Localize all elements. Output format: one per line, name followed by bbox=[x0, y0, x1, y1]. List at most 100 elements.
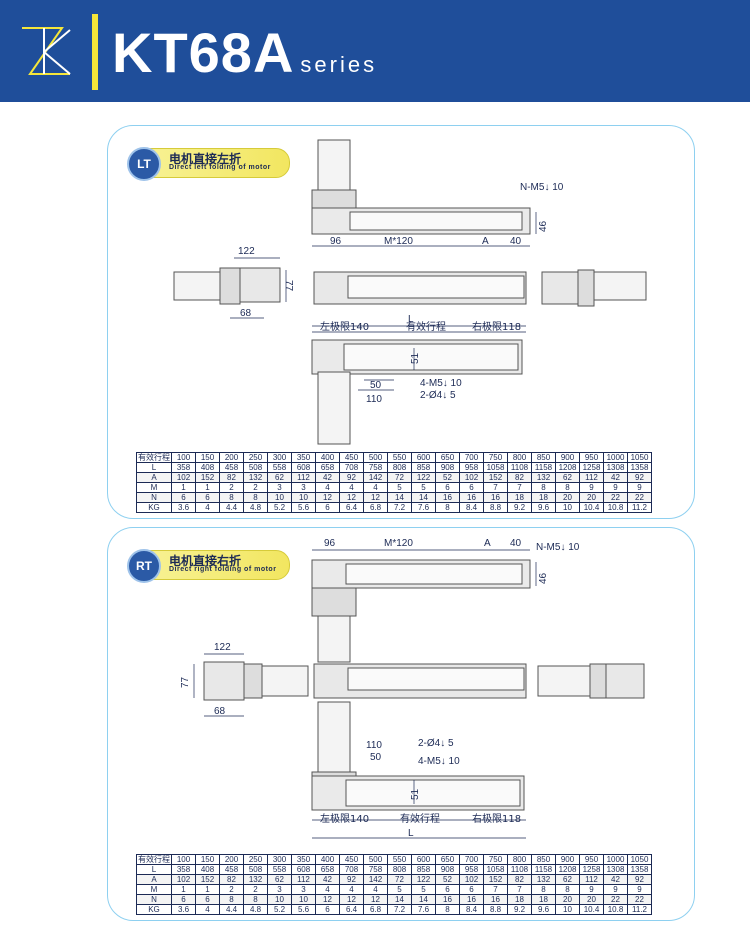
badge-lt: LT 电机直接左折 Direct left folding of motor bbox=[127, 147, 290, 181]
row-header: KG bbox=[136, 904, 172, 915]
table-cell: 18 bbox=[531, 894, 556, 905]
dim-phi4: 2-Ø4↓ 5 bbox=[418, 738, 454, 749]
badge-rt: RT 电机直接右折 Direct right folding of motor bbox=[127, 549, 290, 583]
table-cell: 450 bbox=[339, 452, 364, 463]
table-cell: 508 bbox=[243, 864, 268, 875]
table-cell: 950 bbox=[579, 452, 604, 463]
row-header: N bbox=[136, 894, 172, 905]
table-cell: 6 bbox=[315, 502, 340, 513]
table-cell: 5.2 bbox=[267, 904, 292, 915]
row-header: 有效行程 bbox=[136, 452, 172, 463]
table-cell: 20 bbox=[579, 894, 604, 905]
table-cell: 550 bbox=[387, 452, 412, 463]
row-header: 有效行程 bbox=[136, 854, 172, 865]
table-cell: 4 bbox=[315, 884, 340, 895]
table-cell: 16 bbox=[435, 894, 460, 905]
table-cell: 300 bbox=[267, 854, 292, 865]
table-cell: 1108 bbox=[507, 462, 532, 473]
table-cell: 152 bbox=[483, 472, 508, 483]
table-cell: 958 bbox=[459, 864, 484, 875]
table-cell: 62 bbox=[267, 874, 292, 885]
table-cell: 608 bbox=[291, 462, 316, 473]
table-cell: 1108 bbox=[507, 864, 532, 875]
panel-rt: RT 电机直接右折 Direct right folding of motor bbox=[107, 527, 695, 921]
table-cell: 4.8 bbox=[243, 502, 268, 513]
table-cell: 7.2 bbox=[387, 502, 412, 513]
table-cell: 22 bbox=[627, 894, 652, 905]
subtitle-text: series bbox=[300, 52, 378, 77]
table-cell: 5.2 bbox=[267, 502, 292, 513]
table-cell: 102 bbox=[459, 472, 484, 483]
table-cell: 5 bbox=[411, 482, 436, 493]
table-cell: 8 bbox=[435, 502, 460, 513]
table-cell: 408 bbox=[195, 864, 220, 875]
table-cell: 12 bbox=[339, 492, 364, 503]
table-cell: 14 bbox=[411, 894, 436, 905]
row-header: KG bbox=[136, 502, 172, 513]
table-cell: 758 bbox=[363, 462, 388, 473]
table-cell: 152 bbox=[195, 874, 220, 885]
dim-left-limit: 左极限140 bbox=[320, 812, 369, 825]
dim-122: 122 bbox=[214, 642, 231, 653]
row-header: L bbox=[136, 864, 172, 875]
dim-a: A bbox=[482, 236, 489, 247]
dim-122: 122 bbox=[238, 246, 255, 257]
table-cell: 7 bbox=[507, 884, 532, 895]
table-cell: 62 bbox=[555, 874, 580, 885]
badge-title-en: Direct left folding of motor bbox=[169, 164, 271, 171]
dim-77: 77 bbox=[283, 280, 294, 292]
table-cell: 200 bbox=[219, 854, 244, 865]
dim-nm5: N-M5↓ 10 bbox=[520, 182, 564, 193]
table-cell: 12 bbox=[339, 894, 364, 905]
table-cell: 142 bbox=[363, 874, 388, 885]
table-cell: 350 bbox=[291, 854, 316, 865]
table-cell: 850 bbox=[531, 854, 556, 865]
table-cell: 152 bbox=[483, 874, 508, 885]
table-cell: 1308 bbox=[603, 462, 628, 473]
table-cell: 9 bbox=[579, 884, 604, 895]
table-cell: 92 bbox=[339, 874, 364, 885]
dim-96: 96 bbox=[330, 236, 342, 247]
table-cell: 122 bbox=[411, 874, 436, 885]
table-cell: 62 bbox=[267, 472, 292, 483]
table-cell: 7 bbox=[507, 482, 532, 493]
dim-46: 46 bbox=[538, 220, 549, 232]
table-cell: 22 bbox=[603, 894, 628, 905]
table-cell: 9 bbox=[627, 884, 652, 895]
table-cell: 658 bbox=[315, 462, 340, 473]
row-header: A bbox=[136, 874, 172, 885]
table-cell: 6 bbox=[459, 884, 484, 895]
table-cell: 8 bbox=[219, 894, 244, 905]
table-cell: 400 bbox=[315, 452, 340, 463]
table-cell: 20 bbox=[555, 492, 580, 503]
table-cell: 6.4 bbox=[339, 904, 364, 915]
row-header: M bbox=[136, 884, 172, 895]
table-cell: 6 bbox=[435, 482, 460, 493]
panel-lt: LT 电机直接左折 Direct left folding of motor bbox=[107, 125, 695, 519]
dim-96: 96 bbox=[324, 538, 336, 549]
dim-68: 68 bbox=[214, 706, 226, 717]
table-cell: 8 bbox=[435, 904, 460, 915]
table-cell: 8.4 bbox=[459, 502, 484, 513]
table-cell: 6.4 bbox=[339, 502, 364, 513]
table-cell: 4 bbox=[315, 482, 340, 493]
table-cell: 9.6 bbox=[531, 904, 556, 915]
table-cell: 18 bbox=[507, 894, 532, 905]
table-cell: 5.6 bbox=[291, 904, 316, 915]
dim-51: 51 bbox=[410, 788, 421, 800]
table-cell: 6 bbox=[459, 482, 484, 493]
dim-50: 50 bbox=[370, 752, 382, 763]
dim-m120: M*120 bbox=[384, 236, 413, 247]
table-cell: 1000 bbox=[603, 854, 628, 865]
table-cell: 2 bbox=[243, 884, 268, 895]
dim-phi4: 2-Ø4↓ 5 bbox=[420, 390, 456, 401]
table-cell: 1 bbox=[171, 884, 196, 895]
table-cell: 6 bbox=[171, 894, 196, 905]
table-cell: 82 bbox=[507, 472, 532, 483]
table-cell: 2 bbox=[219, 482, 244, 493]
zk-logo-icon bbox=[22, 27, 71, 75]
badge-code: LT bbox=[127, 147, 161, 181]
